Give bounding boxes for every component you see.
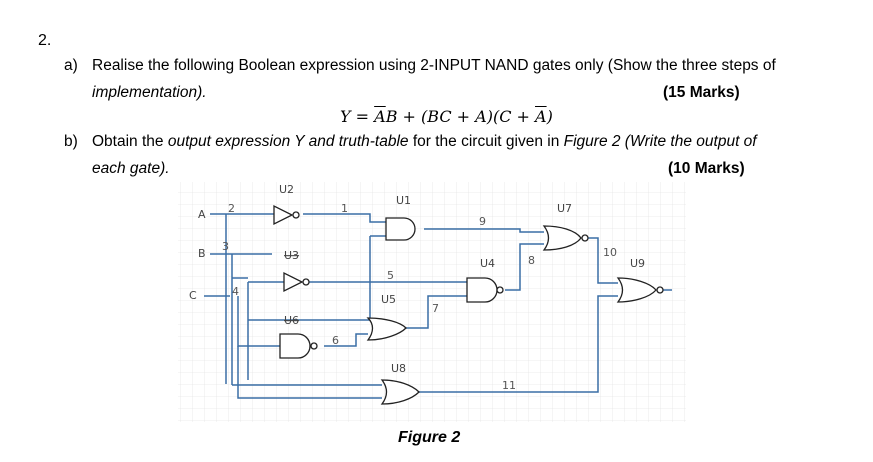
- net-label-9: 9: [479, 215, 486, 228]
- gate-u1: [385, 217, 416, 241]
- part-b-text-mid: for the circuit given in: [408, 133, 564, 150]
- gate-label-u5: U5: [381, 293, 396, 306]
- boolean-formula: Y = AB + (BC + A)(C + A): [340, 107, 553, 126]
- gate-label-u4: U4: [480, 257, 495, 270]
- formula-a-bar: A: [374, 107, 386, 126]
- net-label-5: 5: [387, 269, 394, 282]
- question-number: 2.: [38, 32, 52, 49]
- net-label-6: 6: [332, 334, 339, 347]
- net-label-4: 4: [232, 285, 239, 298]
- gate-u2: [273, 204, 300, 226]
- gate-u8: [380, 379, 420, 405]
- part-a-marks: (15 Marks): [663, 84, 740, 101]
- part-a-label: a): [64, 57, 78, 74]
- formula-a-bar-2: A: [535, 107, 547, 126]
- net-label-8: 8: [528, 254, 535, 267]
- circuit-wires: [204, 213, 672, 399]
- part-a-text-line2: implementation).: [92, 84, 207, 101]
- part-b-text-italic-2: Figure 2 (Write the output of: [563, 133, 757, 150]
- formula-mid: B + (BC + A)(C +: [385, 107, 536, 126]
- gate-u9: [616, 277, 664, 303]
- gate-label-u3: U3: [284, 249, 299, 262]
- net-label-10: 10: [603, 246, 617, 259]
- net-label-1: 1: [341, 202, 348, 215]
- gate-u4: [466, 277, 504, 303]
- gate-u3: [283, 271, 310, 293]
- gate-u7: [542, 225, 589, 251]
- net-label-3: 3: [222, 240, 229, 253]
- circuit-grid: [178, 182, 686, 422]
- part-b-marks: (10 Marks): [668, 160, 745, 177]
- part-b-text-italic-1: output expression Y and truth-table: [167, 133, 409, 150]
- input-label-b: B: [198, 247, 206, 260]
- part-b-text-line2: each gate).: [92, 160, 170, 177]
- gate-label-u6: U6: [284, 314, 299, 327]
- gate-label-u1: U1: [396, 194, 411, 207]
- net-label-11: 11: [502, 379, 516, 392]
- net-label-7: 7: [432, 302, 439, 315]
- gate-label-u9: U9: [630, 257, 645, 270]
- formula-end: ): [546, 107, 553, 126]
- figure-caption: Figure 2: [398, 429, 461, 446]
- part-b-text-line1: Obtain the output expression Y and truth…: [92, 133, 757, 151]
- gate-label-u8: U8: [391, 362, 406, 375]
- gate-label-u7: U7: [557, 202, 572, 215]
- net-label-2: 2: [228, 202, 235, 215]
- input-label-c: C: [189, 289, 197, 302]
- part-b-text-pre: Obtain the: [92, 133, 168, 150]
- part-b-label: b): [64, 133, 78, 150]
- gate-u5: [366, 317, 407, 341]
- formula-lhs: Y =: [340, 107, 375, 126]
- gate-u6: [279, 333, 318, 359]
- input-label-a: A: [198, 208, 206, 221]
- gate-label-u2: U2: [279, 183, 294, 196]
- part-a-text-line1: Realise the following Boolean expression…: [92, 57, 776, 74]
